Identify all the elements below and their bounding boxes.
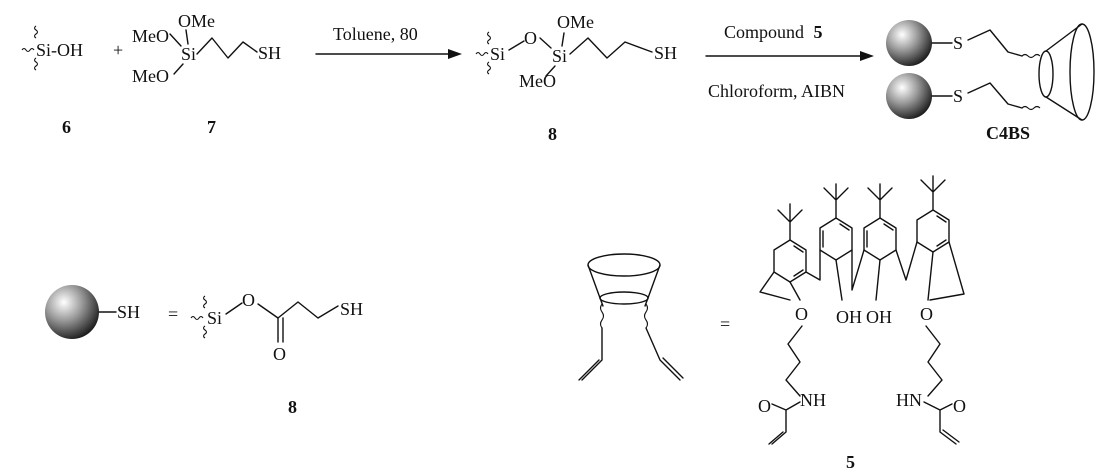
propyl-chain <box>196 37 258 59</box>
tert-butyl-3 <box>867 183 893 219</box>
calixarene-legend: = OH OH O O NH HN <box>578 175 966 472</box>
legend-equals: = <box>168 304 178 324</box>
acrylamide-left <box>768 401 801 445</box>
allyl-arm-left <box>578 327 603 381</box>
surface-wavy-bond <box>202 325 208 339</box>
wavy-link-bottom <box>1021 105 1041 111</box>
si-o-bond <box>225 302 243 315</box>
surface-wavy-bond <box>33 25 39 39</box>
tert-butyl-1 <box>777 203 803 241</box>
calixarene-cone-icon <box>1038 23 1095 121</box>
methylene-bridges <box>759 241 965 301</box>
propyl-chain <box>569 37 653 59</box>
wavy-link-right <box>643 303 649 329</box>
sulfur-top-text: S <box>953 33 963 53</box>
wavy-link-top <box>1021 53 1041 59</box>
thiol-text: SH <box>654 43 677 63</box>
legend-equals: = <box>720 314 730 334</box>
plus-sign: + <box>113 40 123 60</box>
carbonyl-double-bond <box>277 317 284 343</box>
compound-label-8: 8 <box>548 124 557 144</box>
si-ome-bond <box>561 32 565 47</box>
surface-wavy-bond <box>475 51 489 57</box>
surface-wavy-bond <box>202 295 208 309</box>
si-text: Si <box>181 44 196 64</box>
acrylamide-right <box>923 401 960 445</box>
reaction-arrow-step-1: Toluene, 80 <box>315 24 462 59</box>
product-label: C4BS <box>986 123 1030 143</box>
meo-text: MeO <box>519 71 556 91</box>
step2-reagent: Compound 5 <box>724 22 823 42</box>
si-left-text: Si <box>490 44 505 64</box>
compound-label-6: 6 <box>62 117 71 137</box>
wavy-link-left <box>599 303 605 329</box>
si-center-text: Si <box>552 46 567 66</box>
si-meo-bond <box>545 65 556 77</box>
surface-wavy-bond <box>486 31 492 45</box>
allyl-arm-right <box>645 327 684 381</box>
linker-top <box>967 29 1023 57</box>
surface-wavy-bond <box>190 315 204 321</box>
hydroxyl-1-text: OH <box>836 307 862 327</box>
propyl-chain-left <box>785 325 803 397</box>
step2-reagent-prefix: Compound <box>724 22 804 42</box>
aryl-ring-1 <box>773 239 807 283</box>
carbonyl-o-text: O <box>273 344 286 364</box>
surface-wavy-bond <box>33 57 39 71</box>
bead-legend: SH = Si O O SH 8 <box>45 285 363 417</box>
tert-butyl-4 <box>920 175 946 211</box>
silica-bead-bottom <box>886 73 932 119</box>
amide-hn-right-text: HN <box>896 390 922 410</box>
compound-8-grafted-silane: Si O OMe Si MeO SH 8 <box>475 12 677 144</box>
compound-label-7: 7 <box>207 117 216 137</box>
legend-label-5: 5 <box>846 452 855 472</box>
propyl-chain-right <box>925 325 943 397</box>
calixarene-skeleton: OH OH O O NH HN O O <box>758 175 966 445</box>
ester-o-text: O <box>242 290 255 310</box>
linker-bottom <box>967 82 1023 109</box>
tert-butyl-2 <box>823 183 849 219</box>
ether-o-right-text: O <box>920 304 933 324</box>
step1-condition: Toluene, 80 <box>333 24 418 44</box>
surface-wavy-bond <box>21 47 35 53</box>
o-link-text: O <box>524 28 537 48</box>
o-si-bond <box>539 37 552 49</box>
ester-chain <box>257 301 339 319</box>
ome-text: OMe <box>557 12 594 32</box>
surface-wavy-bond <box>486 61 492 75</box>
silica-bead <box>45 285 99 339</box>
aryl-ring-2 <box>819 217 853 261</box>
step2-condition: Chloroform, AIBN <box>708 81 845 101</box>
ether-o-left-text: O <box>795 304 808 324</box>
calixarene-cone-icon <box>587 253 661 307</box>
amide-nh-left-text: NH <box>800 390 826 410</box>
meo-bottom-text: MeO <box>132 66 169 86</box>
product-c4bs: S S C4BS <box>886 20 1095 143</box>
compound-6-silanol: Si-OH 6 <box>21 25 83 137</box>
hydroxyl-2-text: OH <box>866 307 892 327</box>
amide-o-right-text: O <box>953 396 966 416</box>
bead-end-thiol-text: SH <box>340 299 363 319</box>
silanol-text: Si-OH <box>36 40 83 60</box>
reaction-arrow-step-2: Compound 5 Chloroform, AIBN <box>705 22 874 101</box>
aryl-ring-3 <box>863 217 897 261</box>
step2-reagent-number: 5 <box>814 22 823 42</box>
phenol-bonds <box>789 251 934 301</box>
meo-top-text: MeO <box>132 26 169 46</box>
sulfur-bottom-text: S <box>953 86 963 106</box>
aryl-ring-4 <box>916 209 950 253</box>
thiol-text: SH <box>258 43 281 63</box>
legend-label-8: 8 <box>288 397 297 417</box>
compound-7-mercaptosilane: OMe MeO Si MeO SH 7 <box>132 11 281 137</box>
bead-si-text: Si <box>207 308 222 328</box>
silane-bonds <box>169 29 189 75</box>
ome-text: OMe <box>178 11 215 31</box>
si-o-bond <box>508 40 525 51</box>
amide-o-left-text: O <box>758 396 771 416</box>
silica-bead-top <box>886 20 932 66</box>
bead-thiol-text: SH <box>117 302 140 322</box>
